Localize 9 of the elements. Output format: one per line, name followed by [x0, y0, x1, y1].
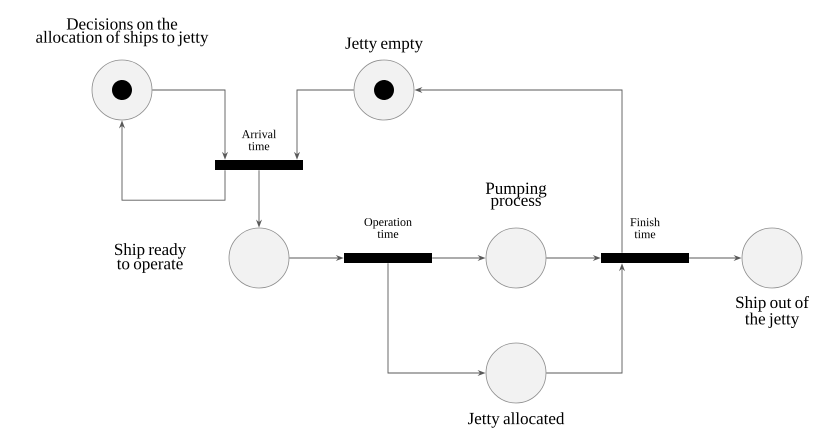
place-label: Jetty allocated: [468, 412, 564, 428]
transition-label: Arrival time: [242, 130, 276, 150]
place-label: Ship ready to operate: [115, 243, 186, 273]
transition-label: Operation time: [364, 218, 412, 238]
transition-label: Finish time: [630, 218, 660, 238]
place-label: Ship out of the jetty: [736, 296, 809, 328]
place-label: Jetty empty: [345, 38, 423, 52]
place-label: Decisions on the allocation of ships to jetty: [36, 18, 208, 46]
place-label: Pumping process: [486, 182, 546, 210]
